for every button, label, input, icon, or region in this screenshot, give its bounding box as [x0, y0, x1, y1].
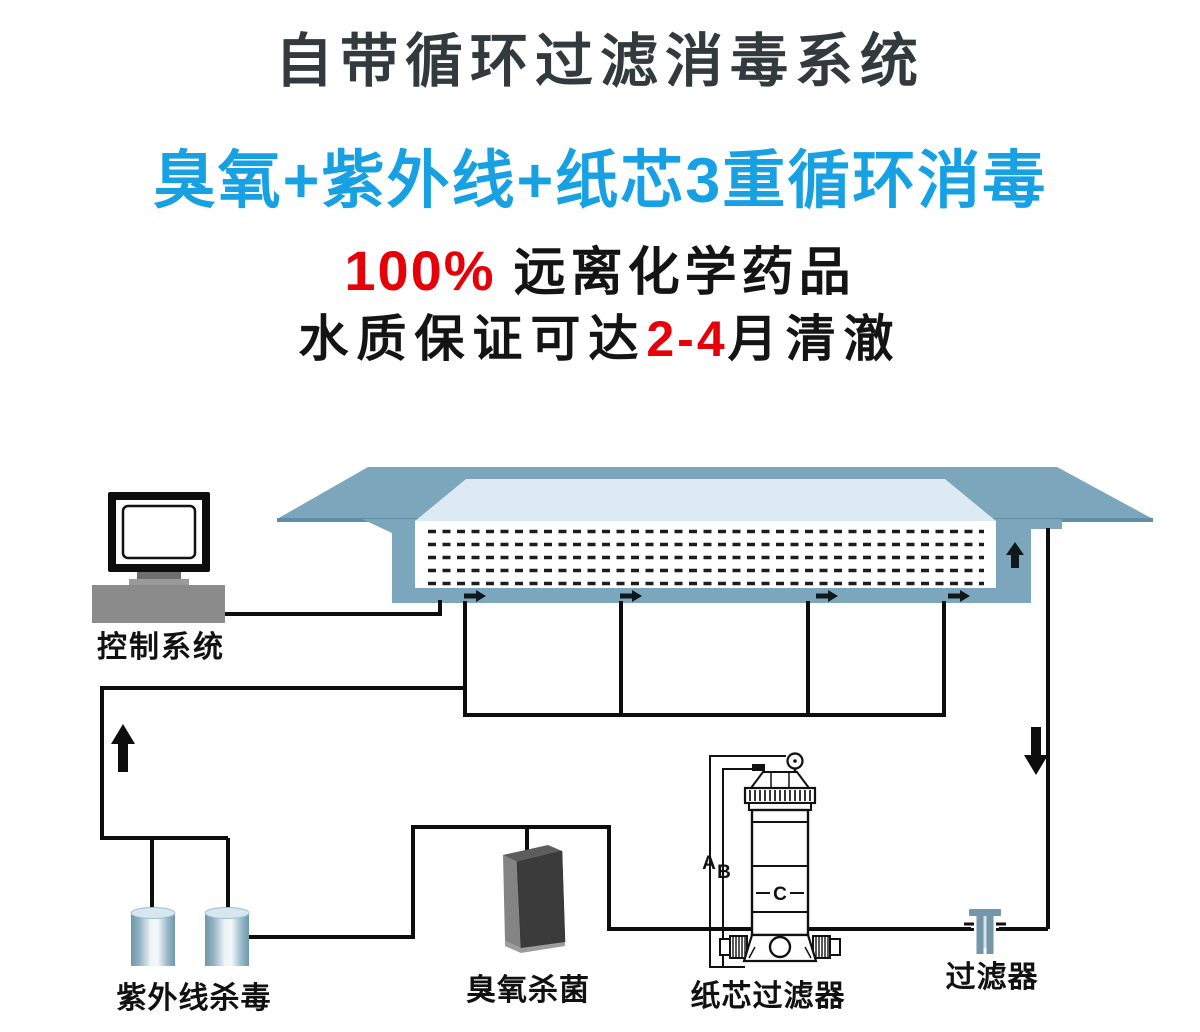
water-quality-prefix: 水质保证可达	[298, 311, 647, 367]
claim-highlight-100: 100%	[344, 239, 496, 302]
uv-cylinders	[130, 907, 250, 966]
water-quality-suffix: 月清澈	[727, 311, 902, 367]
drain-circle	[768, 935, 792, 959]
fitting-flange-tick	[996, 928, 1006, 931]
fitting-post	[976, 916, 984, 954]
pipe-return-left	[100, 686, 465, 908]
uv-cylinder	[205, 913, 249, 966]
flow-arrow-down-bold-icon	[1024, 727, 1048, 775]
basin-top-face	[415, 479, 996, 521]
monitor-screen	[116, 500, 202, 564]
fitting-gap	[982, 916, 988, 948]
fitting-flange-tick	[964, 928, 974, 931]
claim-line-100-percent: 100% 远离化学药品	[0, 230, 1200, 305]
ozone-box-left-face	[503, 855, 521, 948]
dim-label-a: A	[702, 853, 716, 874]
monitor-neck	[137, 572, 181, 579]
page-title: 自带循环过滤消毒系统	[274, 29, 925, 94]
port-ribs-left	[732, 936, 746, 958]
basin-jet-dashes	[428, 529, 984, 586]
dimension-bracket-a	[709, 755, 786, 968]
flow-arrow-right-icon	[816, 590, 838, 602]
filter-collar-ribs	[749, 790, 811, 801]
water-quality-highlight: 2-4	[646, 311, 728, 367]
control-computer	[92, 492, 225, 623]
port-flange-left	[719, 938, 731, 956]
fitting-cap	[969, 909, 1001, 916]
monitor-screen-inner	[121, 504, 197, 560]
claim-line-water-quality: 水质保证可达2-4月清澈	[0, 299, 1200, 371]
subtitle-blue: 臭氧+紫外线+纸芯3重循环消毒	[152, 146, 1048, 216]
inline-filter-fitting	[964, 909, 1006, 954]
ozone-box-base	[505, 941, 565, 953]
pipe-bottom-loop	[245, 825, 1048, 939]
ozone-box-top-face	[503, 845, 562, 862]
port-ribs-right	[815, 936, 829, 958]
label-ozone-sterilizer: 臭氧杀菌	[466, 974, 590, 1007]
uv-cylinder	[131, 913, 175, 966]
monitor-stand	[129, 579, 189, 586]
piping	[100, 528, 1050, 939]
label-uv-sterilizer: 紫外线杀毒	[117, 982, 272, 1015]
cartridge-filter-drawing: A B C	[702, 752, 841, 968]
uv-cylinder-top	[204, 907, 250, 919]
dimension-bracket-b	[722, 768, 756, 967]
dim-label-b: B	[717, 862, 731, 883]
label-control-system: 控制系统	[97, 630, 225, 664]
filter-body-sections	[752, 821, 808, 913]
dim-label-c: C	[773, 884, 787, 905]
filter-skirt-hatch	[748, 946, 812, 959]
pipe-manifold-boxes	[463, 601, 946, 717]
flow-arrow-right-icon	[948, 590, 970, 602]
filter-lid	[749, 771, 811, 789]
flow-arrow-right-icon	[620, 590, 642, 602]
flow-arrow-right-icon	[464, 590, 486, 602]
claim-text: 远离化学药品	[513, 244, 856, 302]
port-flange-right	[829, 938, 841, 956]
flow-arrow-up-icon	[1006, 542, 1024, 568]
label-paper-core-filter: 纸芯过滤器	[691, 980, 846, 1013]
flow-arrow-up-bold-icon	[111, 724, 135, 772]
filter-lid-detail	[770, 772, 790, 788]
filter-body	[750, 808, 810, 937]
fitting-post	[986, 916, 994, 954]
ozone-box-front-face	[516, 850, 566, 949]
fitting-flange-tick	[964, 922, 974, 926]
label-filter: 过滤器	[946, 961, 1039, 994]
ozone-generator-box	[503, 845, 566, 953]
bleed-valve-icon	[752, 764, 765, 771]
uv-cylinder-top	[130, 907, 176, 919]
pipe-control-link	[225, 600, 442, 616]
pool-unit	[277, 467, 1153, 603]
control-box	[92, 585, 225, 623]
pressure-gauge-dot	[793, 759, 797, 763]
fitting-flange-tick	[996, 922, 1006, 926]
